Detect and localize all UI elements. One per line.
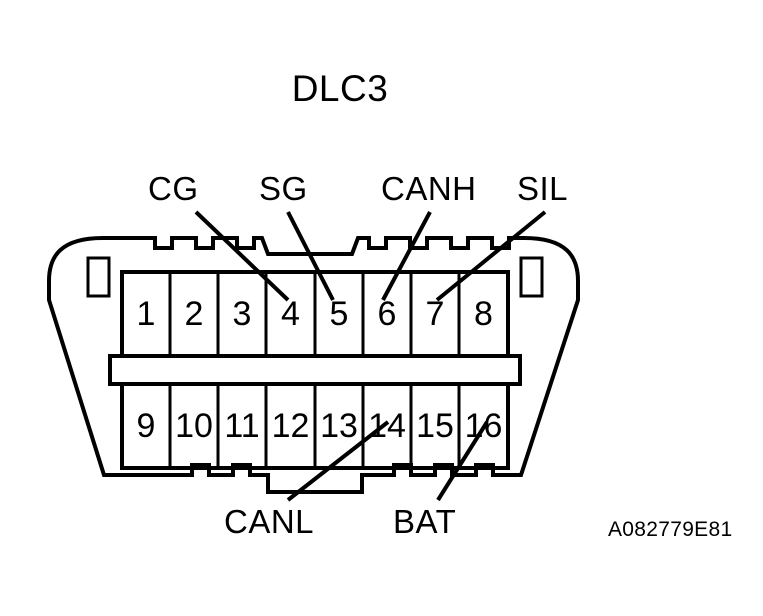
center-separator-bar <box>108 354 522 386</box>
pin-number-16: 16 <box>464 407 503 445</box>
pin-number-1: 1 <box>136 295 156 333</box>
leader-line-sg <box>286 211 335 301</box>
top-pin-dividers <box>168 272 461 356</box>
bottom-pin-dividers <box>168 384 461 468</box>
pin-number-10: 10 <box>175 407 213 445</box>
reference-code: A082779E81 <box>608 518 733 541</box>
pin-number-9: 9 <box>136 407 156 445</box>
signal-label-sg: SG <box>259 170 308 207</box>
figure-title: DLC3 <box>291 68 389 109</box>
leader-line-cg <box>194 210 290 302</box>
pin-number-14: 14 <box>368 407 406 445</box>
signal-label-canh: CANH <box>381 170 477 207</box>
left-locking-tab <box>86 256 111 298</box>
right-locking-tab <box>519 256 544 298</box>
signal-label-canl: CANL <box>224 503 315 540</box>
leader-line-bat <box>436 420 489 502</box>
leader-line-canh <box>381 211 432 301</box>
pin-number-5: 5 <box>329 295 349 333</box>
pin-number-11: 11 <box>224 407 260 445</box>
pin-number-3: 3 <box>232 295 252 333</box>
pin-number-13: 13 <box>320 407 358 445</box>
pin-number-4: 4 <box>281 295 300 333</box>
pin-number-7: 7 <box>425 295 445 333</box>
pin-number-2: 2 <box>184 295 204 333</box>
leader-line-sil <box>435 210 547 302</box>
leader-line-canl <box>286 420 390 502</box>
signal-label-cg: CG <box>148 170 199 207</box>
pin-number-15: 15 <box>416 407 454 445</box>
signal-label-sil: SIL <box>517 170 569 207</box>
signal-label-bat: BAT <box>393 503 457 540</box>
pin-number-6: 6 <box>377 295 397 333</box>
pin-number-12: 12 <box>271 407 310 445</box>
pin-number-8: 8 <box>474 295 493 333</box>
